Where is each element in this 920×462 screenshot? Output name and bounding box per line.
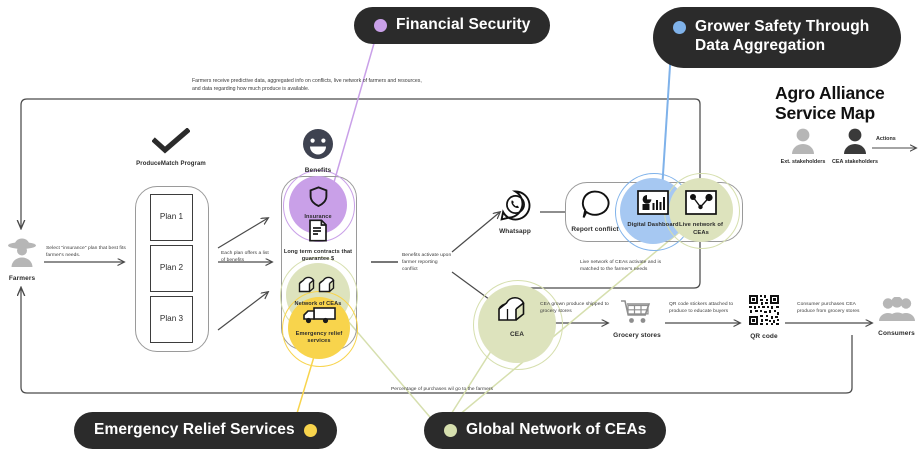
node-label-whatsapp: Whatsapp <box>499 228 531 235</box>
callout-emergency-relief[interactable]: Emergency Relief Services <box>74 412 337 449</box>
plan-item-3[interactable]: Plan 3 <box>150 296 193 343</box>
plan-box-2: Plan 2 <box>150 245 193 292</box>
plans-container <box>135 186 209 352</box>
arrow-to-whatsapp <box>451 212 500 253</box>
plan-box-1: Plan 1 <box>150 194 193 241</box>
benefit-network-cea[interactable]: Network of CEAs <box>286 275 350 308</box>
benefit-label-contracts: Long term contracts that guarantee $ <box>283 249 353 263</box>
annotation-live-network-match: Live network of CEAs activate and is mat… <box>580 260 662 273</box>
annotation-consumer-purchase: Consumer purchases CEA produce from groc… <box>797 302 860 315</box>
annotation-bottom-note: Percentage of purchases wil go to the fa… <box>391 387 494 392</box>
leader-financial-security <box>329 32 378 197</box>
node-label-cea: CEA <box>509 331 525 338</box>
arrow-plan3-benefits <box>217 292 268 331</box>
node-grocery-stores[interactable]: Grocery stores <box>612 299 662 340</box>
callout-label-financial-security: Financial Security <box>396 16 531 33</box>
callout-label-grower-safety: Grower Safety Through Data Aggregation <box>695 18 870 54</box>
shopping-cart-icon <box>621 300 651 323</box>
consumers-icon <box>878 296 915 321</box>
node-cea[interactable]: CEA <box>487 296 547 339</box>
dashboard-icon <box>637 190 669 215</box>
feedback-loop-bottom <box>21 288 853 394</box>
document-icon <box>309 219 327 242</box>
legend-ext-label: Ext. stakeholders <box>780 159 826 165</box>
legend-ext-stakeholders: Ext. stakeholders <box>772 128 834 165</box>
node-label-live-network: Live network of CEAs <box>678 222 724 236</box>
node-consumers[interactable]: Consumers <box>873 296 920 338</box>
checkmark-icon <box>151 127 191 154</box>
node-produce-match[interactable]: ProduceMatch Program <box>128 127 214 169</box>
legend-actions-label: Actions <box>876 136 896 142</box>
node-qr-code[interactable]: QR code <box>742 294 786 341</box>
annotation-qr-stickers: QR code stickers attached to produce to … <box>669 302 734 315</box>
farmer-icon <box>8 238 36 267</box>
node-label-report-conflict: Report conflict <box>571 226 619 233</box>
node-live-network[interactable]: Live network of CEAs <box>673 190 729 237</box>
callout-grower-safety[interactable]: Grower Safety Through Data Aggregation <box>653 7 901 68</box>
plan-item-1[interactable]: Plan 1 <box>150 194 193 241</box>
benefit-label-emergency: Emergency relief services <box>295 331 343 345</box>
callout-financial-security[interactable]: Financial Security <box>354 7 551 44</box>
network-graph-icon <box>685 190 717 215</box>
plan-box-3: Plan 3 <box>150 296 193 343</box>
smiley-icon <box>303 129 333 159</box>
callout-label-global-cea: Global Network of CEAs <box>466 421 647 438</box>
annotation-each-plan: Each plan offers a list of benefits <box>221 251 269 264</box>
legend-title: Agro Alliance Service Map <box>775 83 885 123</box>
node-label-farmers: Farmers <box>8 275 36 282</box>
legend-cea-stakeholders: CEA stakeholders <box>824 128 886 165</box>
callout-label-emergency-relief: Emergency Relief Services <box>94 421 295 438</box>
annotation-benefits-activate: Benefits activate upon farmer reporting … <box>402 253 452 273</box>
node-label-digital-dashboard: Digital Dashboard <box>627 222 679 228</box>
qr-code-icon <box>748 294 780 326</box>
node-label-consumers: Consumers <box>878 330 915 337</box>
plan-item-2[interactable]: Plan 2 <box>150 245 193 292</box>
arrow-plan1-benefits <box>217 218 268 249</box>
node-label-benefits: Benefits <box>304 167 332 174</box>
benefit-label-insurance: Insurance <box>304 214 332 220</box>
feedback-loop-top <box>21 98 701 228</box>
greenhouse-large-icon <box>498 297 525 321</box>
legend-cea-label: CEA stakeholders <box>832 159 878 165</box>
callout-dot-yellow <box>303 423 317 437</box>
whatsapp-icon <box>499 190 530 221</box>
benefit-label-network-cea: Network of CEAs <box>294 301 342 307</box>
annotation-select-plan: Select "insurance" plan that best fits f… <box>46 246 126 259</box>
callout-dot-blue <box>673 21 686 34</box>
annotation-top-note: Farmers receive predictive data, aggrega… <box>192 78 422 92</box>
callout-global-cea[interactable]: Global Network of CEAs <box>424 412 667 449</box>
node-digital-dashboard[interactable]: Digital Dashboard <box>623 190 683 229</box>
ext-stakeholder-icon <box>792 128 814 154</box>
node-farmers[interactable]: Farmers <box>0 236 44 283</box>
callout-dot-purple <box>374 18 387 32</box>
node-benefits[interactable]: Benefits <box>288 128 348 175</box>
node-label-qr: QR code <box>750 333 778 340</box>
cea-stakeholder-icon <box>844 128 866 154</box>
benefit-insurance[interactable]: Insurance <box>288 186 348 221</box>
node-report-conflict[interactable]: Report conflict <box>566 190 624 234</box>
benefit-contracts[interactable]: Long term contracts that guarantee $ <box>283 219 353 264</box>
greenhouse-icon <box>298 276 335 293</box>
benefit-emergency[interactable]: Emergency relief services <box>288 305 350 346</box>
node-label-produce-match: ProduceMatch Program <box>136 161 206 167</box>
truck-icon <box>303 307 336 324</box>
legend-block: Agro Alliance Service Map <box>775 83 920 123</box>
blob-cea-ring <box>473 280 563 370</box>
node-label-grocery: Grocery stores <box>613 332 661 339</box>
shield-icon <box>309 186 327 208</box>
speech-bubble-icon <box>581 190 610 218</box>
node-whatsapp[interactable]: Whatsapp <box>490 190 540 236</box>
callout-dot-green <box>444 423 457 437</box>
annotation-cea-shipped: CEA grown produce shipped to grocery sto… <box>540 302 609 315</box>
